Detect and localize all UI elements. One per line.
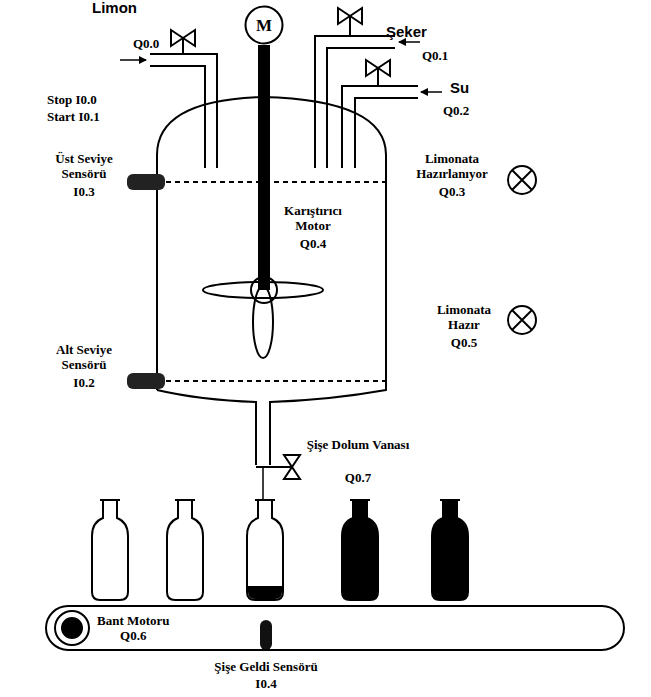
indicator-lamp bbox=[508, 166, 536, 194]
signal-label: I0.2 bbox=[46, 375, 122, 390]
mixer-blade bbox=[253, 286, 273, 358]
mixer-shaft bbox=[258, 45, 270, 290]
level-line bbox=[166, 380, 386, 382]
motor-letter: M bbox=[256, 18, 272, 33]
signal-label: I0.4 bbox=[186, 676, 346, 691]
filling-valve bbox=[284, 455, 300, 479]
signal-label: Q0.0 bbox=[133, 36, 173, 51]
level-sensor bbox=[127, 373, 165, 389]
signal-label: Start I0.1 bbox=[47, 109, 137, 124]
signal-label: Q0.1 bbox=[422, 48, 462, 63]
conveyor-belt: Bant MotoruQ0.6 bbox=[45, 605, 625, 651]
level-line bbox=[166, 181, 386, 183]
sugar-valve bbox=[338, 8, 362, 24]
signal-label: Q0.7 bbox=[306, 470, 410, 485]
flow-arrow bbox=[399, 41, 420, 43]
signal-label: Şişe Geldi Sensörü bbox=[186, 659, 346, 674]
bottle bbox=[342, 500, 378, 600]
ingredient-label: Limon bbox=[92, 0, 152, 15]
bottle-sensor bbox=[260, 620, 272, 650]
flow-arrow bbox=[120, 59, 146, 61]
belt-label: Q0.6 bbox=[97, 628, 170, 643]
level-sensor bbox=[127, 174, 165, 190]
signal-label: Üst Seviye Sensörü bbox=[46, 151, 122, 181]
bottle bbox=[247, 500, 283, 600]
bottle bbox=[167, 500, 203, 600]
sugar-pipe bbox=[327, 48, 395, 168]
indicator-lamp bbox=[508, 306, 536, 334]
signal-label: Q0.3 bbox=[404, 184, 500, 199]
signal-label: Q0.4 bbox=[272, 236, 354, 251]
signal-label: Stop I0.0 bbox=[47, 92, 137, 107]
bottle bbox=[432, 500, 468, 600]
signal-label: Karıştırıcı Motor bbox=[272, 203, 354, 233]
signal-label: Q0.2 bbox=[443, 103, 483, 118]
tank-outline bbox=[157, 390, 256, 465]
bottle bbox=[92, 500, 128, 600]
signal-label: Alt Seviye Sensörü bbox=[46, 342, 122, 372]
ingredient-label: Şeker bbox=[386, 24, 446, 39]
bottle-liquid bbox=[248, 586, 282, 599]
water-pipe bbox=[355, 98, 418, 168]
mixer-blade bbox=[203, 282, 323, 298]
flow-arrow bbox=[421, 91, 442, 93]
belt-pulley bbox=[62, 618, 82, 638]
signal-label: Limonata Hazır bbox=[428, 302, 500, 332]
motor-symbol: M bbox=[244, 5, 284, 45]
lemon-pipe bbox=[150, 54, 217, 168]
text-block: Bant MotoruQ0.6 bbox=[97, 613, 170, 643]
water-valve bbox=[366, 60, 390, 76]
tank-outline bbox=[157, 97, 386, 465]
water-pipe bbox=[342, 86, 418, 168]
signal-label: Q0.5 bbox=[428, 335, 500, 350]
belt-label: Bant Motoru bbox=[97, 613, 170, 628]
ingredient-label: Su bbox=[450, 80, 490, 95]
signal-label: Limonata Hazırlanıyor bbox=[404, 151, 500, 181]
lemon-pipe bbox=[150, 66, 205, 168]
text-block: M bbox=[256, 18, 272, 33]
signal-label: Şişe Dolum Vanası bbox=[306, 437, 410, 452]
lemon-valve bbox=[171, 30, 195, 46]
signal-label: I0.3 bbox=[46, 184, 122, 199]
